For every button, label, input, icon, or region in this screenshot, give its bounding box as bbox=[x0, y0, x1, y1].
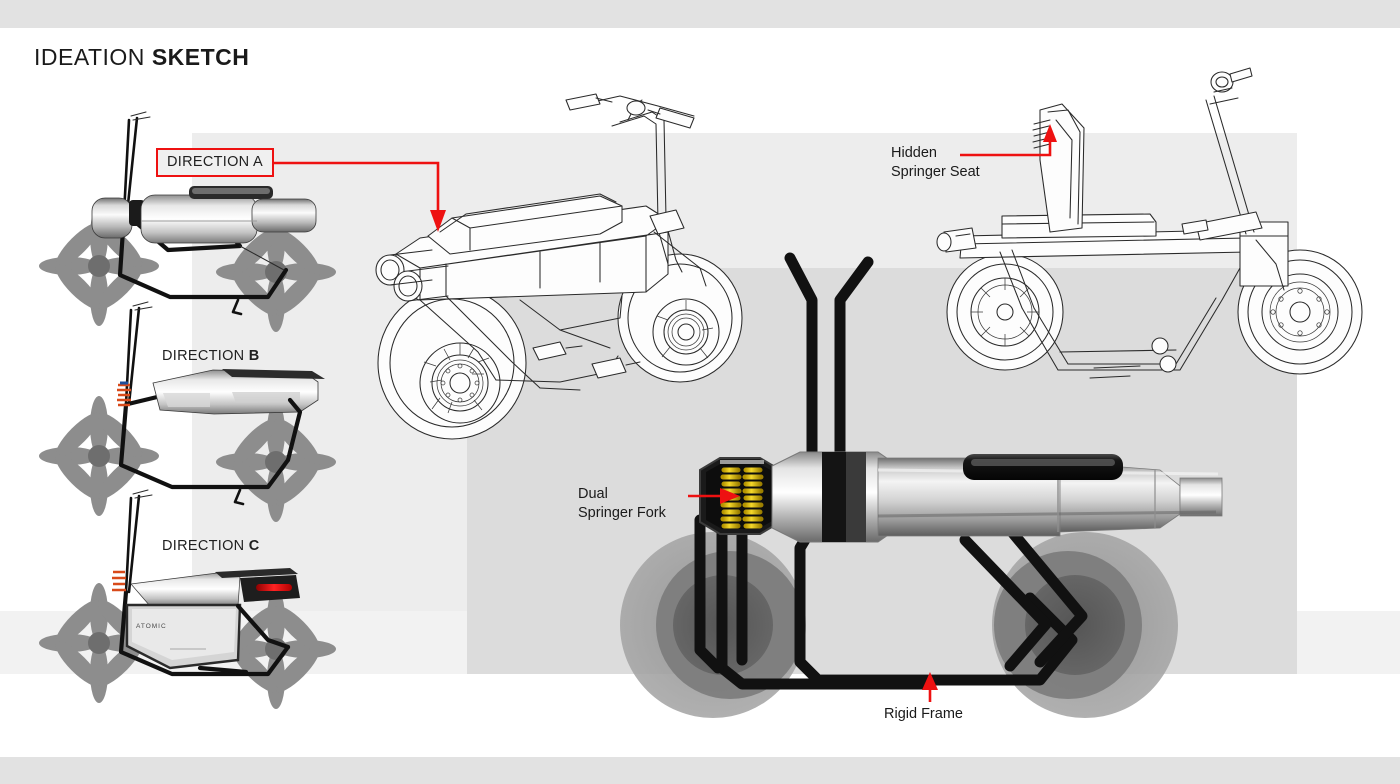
top-band bbox=[0, 0, 1400, 28]
page-title-regular: IDEATION bbox=[34, 44, 145, 70]
callout-rigid-frame: Rigid Frame bbox=[884, 706, 963, 722]
thumbnail-direction-c: ATOMIC bbox=[39, 489, 336, 709]
direction-b-label[interactable]: DIRECTION B bbox=[162, 348, 260, 364]
hero-right-line-drawing bbox=[936, 67, 1363, 379]
render-rigid-frame bbox=[694, 252, 1088, 690]
direction-a-prefix: DIRECTION bbox=[167, 154, 253, 170]
direction-a-leader-line bbox=[262, 161, 446, 232]
direction-c-label[interactable]: DIRECTION C bbox=[162, 538, 260, 554]
hero-left-line-drawing bbox=[375, 93, 743, 440]
callout-frame-leader-line bbox=[922, 672, 938, 702]
thumbnail-direction-a bbox=[39, 111, 336, 332]
thumb-b-spring bbox=[117, 381, 131, 407]
thumb-c-brand-mark: ATOMIC bbox=[136, 623, 167, 630]
callout-seat-leader-line bbox=[960, 124, 1057, 157]
direction-a-letter: A bbox=[252, 154, 263, 170]
page-title-bold: SKETCH bbox=[151, 44, 250, 70]
callout-hidden-springer-seat: Hidden Springer Seat bbox=[891, 145, 980, 180]
page-title: IDEATION SKETCH bbox=[34, 44, 249, 71]
render-body bbox=[771, 451, 1223, 543]
thumb-c-spring bbox=[112, 570, 126, 592]
bottom-band bbox=[0, 757, 1400, 784]
direction-b-prefix: DIRECTION bbox=[162, 348, 249, 364]
callout-dual-springer-fork: Dual Springer Fork bbox=[578, 486, 666, 521]
direction-c-letter: C bbox=[248, 538, 260, 554]
hero-main-render bbox=[620, 252, 1223, 718]
thumbnail-direction-b bbox=[39, 301, 336, 522]
direction-a-label[interactable]: DIRECTION A bbox=[156, 148, 274, 177]
seat-spring-coil bbox=[1032, 119, 1051, 149]
direction-b-letter: B bbox=[248, 348, 260, 364]
callout-fork-leader-line bbox=[688, 488, 740, 504]
direction-c-prefix: DIRECTION bbox=[162, 538, 249, 554]
render-seat-pad bbox=[963, 454, 1123, 480]
